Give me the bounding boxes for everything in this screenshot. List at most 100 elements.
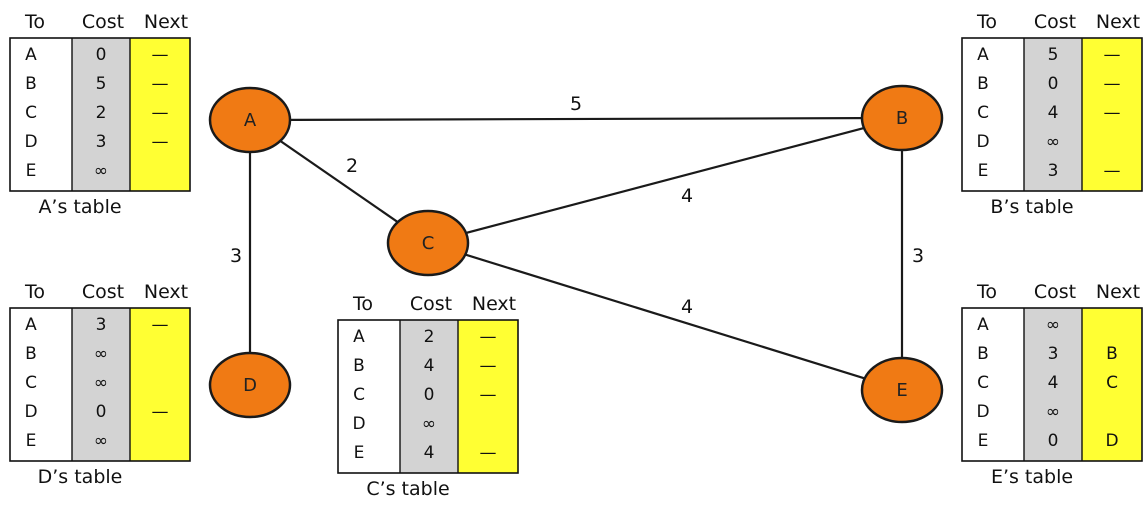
table-a-cost-column bbox=[72, 38, 130, 191]
table-d-to-cell: D bbox=[24, 402, 37, 422]
table-e-next-cell: B bbox=[1106, 344, 1118, 364]
table-c-cost-cell: 0 bbox=[424, 385, 435, 405]
table-a-next-cell: — bbox=[152, 132, 169, 152]
table-b-header-cost: Cost bbox=[1034, 11, 1076, 33]
table-e-cost-column bbox=[1024, 308, 1082, 461]
table-b-cost-cell: 4 bbox=[1048, 103, 1059, 123]
table-c-to-cell: D bbox=[352, 414, 365, 434]
table-d-to-cell: A bbox=[25, 315, 37, 335]
edge-a-b bbox=[249, 116, 903, 122]
table-b-to-cell: C bbox=[977, 103, 989, 123]
table-a-cost-cell: 3 bbox=[96, 132, 107, 152]
table-e-to-cell: B bbox=[977, 344, 989, 364]
table-d-to-cell: C bbox=[25, 373, 37, 393]
table-b-next-column bbox=[1082, 38, 1142, 191]
table-e-to-cell: D bbox=[976, 402, 989, 422]
table-e-cost-cell: 3 bbox=[1048, 344, 1059, 364]
table-b-cost-cell: ∞ bbox=[1046, 132, 1060, 152]
table-a-header-to: To bbox=[24, 11, 45, 33]
table-d-next-cell: — bbox=[152, 315, 169, 335]
table-c-header-next: Next bbox=[472, 293, 516, 315]
table-c-caption: C’s table bbox=[366, 478, 449, 500]
table-b-next-cell: — bbox=[1104, 161, 1121, 181]
table-c-to-cell: C bbox=[353, 385, 365, 405]
table-a-border bbox=[9, 37, 191, 192]
node-circle-d bbox=[208, 351, 292, 419]
node-circle-a bbox=[208, 86, 292, 154]
table-c-to-cell: B bbox=[353, 356, 365, 376]
table-b-cost-column bbox=[1024, 38, 1082, 191]
table-c-cost-column bbox=[400, 320, 458, 473]
table-a-to-cell: D bbox=[24, 132, 37, 152]
table-c-next-cell: — bbox=[480, 327, 497, 347]
table-d-to-cell: B bbox=[25, 344, 37, 364]
table-c-border bbox=[337, 319, 519, 474]
node-circle-c bbox=[386, 209, 470, 277]
table-d-border bbox=[9, 307, 191, 462]
table-b-to-cell: A bbox=[977, 45, 989, 65]
table-b-cost-cell: 5 bbox=[1048, 45, 1059, 65]
table-e-next-cell: C bbox=[1106, 373, 1118, 393]
table-c-cost-cell: 2 bbox=[424, 327, 435, 347]
table-d-cost-cell: ∞ bbox=[94, 344, 108, 364]
table-b-to-cell: B bbox=[977, 74, 989, 94]
table-e-next-cell: D bbox=[1105, 431, 1118, 451]
node-label-c: C bbox=[422, 233, 435, 254]
table-e-header-next: Next bbox=[1096, 281, 1140, 303]
table-c-next-cell: — bbox=[480, 385, 497, 405]
node-label-d: D bbox=[243, 375, 257, 396]
table-e-caption: E’s table bbox=[991, 466, 1073, 488]
table-a-caption: A’s table bbox=[38, 196, 121, 218]
node-label-e: E bbox=[896, 380, 907, 401]
table-e-border bbox=[961, 307, 1143, 462]
table-a-next-cell: — bbox=[152, 74, 169, 94]
node-a: A bbox=[208, 86, 292, 154]
node-label-b: B bbox=[896, 108, 908, 129]
table-c-next-cell: — bbox=[480, 443, 497, 463]
table-e-header-cost: Cost bbox=[1034, 281, 1076, 303]
table-b-border bbox=[961, 37, 1143, 192]
table-e-cost-cell: 4 bbox=[1048, 373, 1059, 393]
table-c-to-cell: E bbox=[354, 443, 365, 463]
table-a-to-cell: A bbox=[25, 45, 37, 65]
table-a-next-column bbox=[130, 38, 190, 191]
table-c-cost-cell: 4 bbox=[424, 356, 435, 376]
table-c-header-to: To bbox=[352, 293, 373, 315]
table-a-header-next: Next bbox=[144, 11, 188, 33]
node-label-a: A bbox=[244, 110, 257, 131]
table-a-to-cell: E bbox=[26, 161, 37, 181]
edge-cost-label-c-e: 4 bbox=[681, 296, 693, 318]
node-b: B bbox=[860, 84, 944, 152]
table-b-header-to: To bbox=[976, 11, 997, 33]
table-e-next-column bbox=[1082, 308, 1142, 461]
table-c-cost-cell: 4 bbox=[424, 443, 435, 463]
table-b-next-cell: — bbox=[1104, 74, 1121, 94]
table-a-to-cell: C bbox=[25, 103, 37, 123]
table-e-to-cell: C bbox=[977, 373, 989, 393]
table-a-to-cell: B bbox=[25, 74, 37, 94]
table-b-cost-cell: 3 bbox=[1048, 161, 1059, 181]
table-d-cost-column bbox=[72, 308, 130, 461]
edge-c-b bbox=[427, 116, 903, 245]
table-b-next-cell: — bbox=[1104, 45, 1121, 65]
table-a-cost-cell: 5 bbox=[96, 74, 107, 94]
table-b-header-next: Next bbox=[1096, 11, 1140, 33]
edge-cost-label-a-b: 5 bbox=[570, 93, 582, 115]
table-e-header-to: To bbox=[976, 281, 997, 303]
table-a-next-cell: — bbox=[152, 45, 169, 65]
edge-cost-label-a-c: 2 bbox=[346, 155, 358, 177]
table-b-cost-cell: 0 bbox=[1048, 74, 1059, 94]
table-c-to-cell: A bbox=[353, 327, 365, 347]
edge-c-e bbox=[427, 241, 903, 392]
table-d-next-cell: — bbox=[152, 402, 169, 422]
table-d-to-cell: E bbox=[26, 431, 37, 451]
edge-cost-label-c-b: 4 bbox=[681, 185, 693, 207]
table-c-cost-cell: ∞ bbox=[422, 414, 436, 434]
node-circle-b bbox=[860, 84, 944, 152]
table-c-next-cell: — bbox=[480, 356, 497, 376]
